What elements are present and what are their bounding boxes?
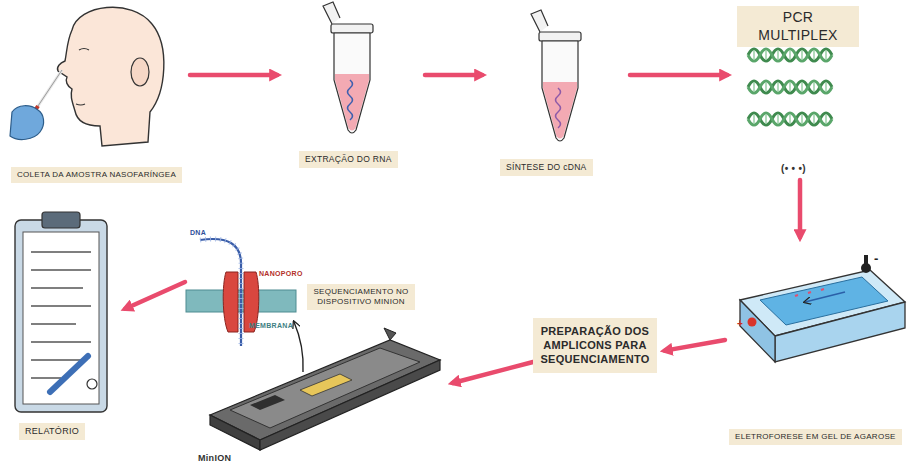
report-clipboard [15, 212, 107, 412]
electrode-sign: - [874, 251, 879, 266]
flow-arrow [798, 180, 803, 237]
gel-electrophoresis-box [740, 255, 905, 362]
label-anchor: (• • •) [781, 158, 806, 176]
ellipsis-mark: (• • •) [781, 163, 806, 174]
step-label: ELETROFORESE EM GEL DE AGAROSE [729, 429, 902, 445]
nanopore-illustration [186, 239, 303, 372]
label-anchor: NANOPORO [259, 262, 303, 280]
part-label: NANOPORO [259, 270, 303, 277]
flow-arrow [453, 362, 533, 383]
part-label: MEMBRANA [249, 322, 293, 329]
label-anchor: - [874, 249, 879, 267]
report-step: RELATÓRIO [5, 208, 118, 452]
step-label: RELATÓRIO [19, 423, 85, 440]
step-label: COLETA DA AMOSTRA NASOFARÍNGEA [11, 167, 182, 183]
electrophoresis-step: ELETROFORESE EM GEL DE AGAROSE [725, 245, 920, 458]
flow-arrow [425, 73, 482, 78]
label-anchor: + [737, 313, 743, 331]
prep-box: PREPARAÇÃO DOS AMPLICONS PARA SEQUENCIAM… [533, 318, 657, 373]
label-anchor: DNA [190, 221, 206, 239]
cdna-tube [531, 10, 581, 141]
sample-step: COLETA DA AMOSTRA NASOFARÍNGEA [5, 0, 190, 195]
flow-arrow [125, 282, 185, 309]
dna-helices [748, 49, 832, 125]
flow-arrow [190, 73, 277, 78]
rna-tube [323, 2, 373, 133]
step-label: SÍNTESE DO cDNA [500, 159, 593, 176]
sequencing-step: SEQUENCIAMENTO NO DISPOSITIVO MINION [185, 218, 445, 462]
synthesis-step: SÍNTESE DO cDNA [490, 0, 630, 190]
patient-head [10, 7, 164, 146]
step-label: SEQUENCIAMENTO NO DISPOSITIVO MINION [307, 284, 415, 310]
label-anchor: MinION [198, 447, 231, 463]
flow-arrow [665, 340, 725, 351]
label-anchor: MEMBRANA [249, 314, 293, 332]
minion-device [210, 328, 440, 450]
device-name: MinION [198, 453, 231, 463]
flow-arrow [630, 73, 727, 78]
step-label: PCR MULTIPLEX [737, 6, 859, 47]
part-label: DNA [190, 229, 206, 236]
pcr-step: PCR MULTIPLEX [735, 0, 861, 180]
electrode-sign: + [737, 318, 743, 329]
extraction-step: EXTRAÇÃO DO RNA [285, 0, 425, 185]
step-label: EXTRAÇÃO DO RNA [299, 151, 398, 168]
step-label: PREPARAÇÃO DOS AMPLICONS PARA SEQUENCIAM… [539, 325, 651, 366]
